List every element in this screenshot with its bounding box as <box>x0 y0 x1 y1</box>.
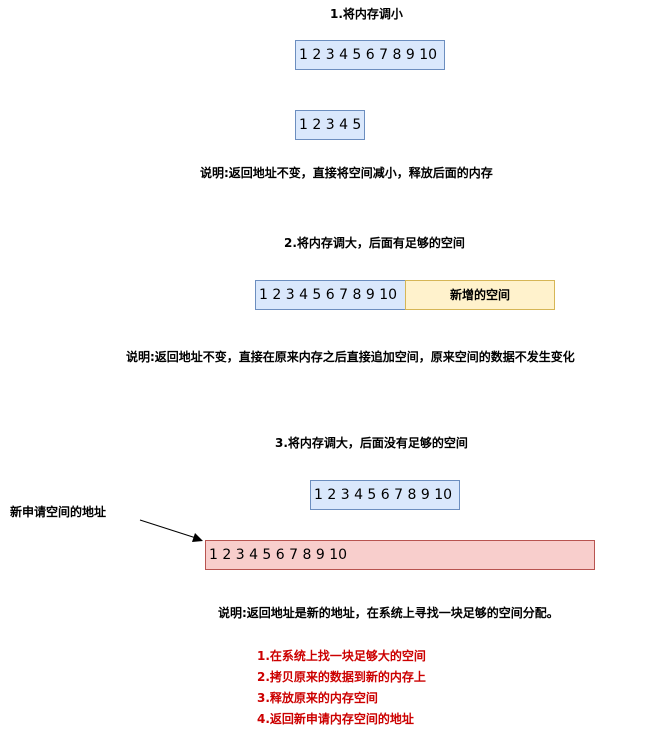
step-1: 1.在系统上找一块足够大的空间 <box>257 649 426 663</box>
memory-block-old: 1 2 3 4 5 6 7 8 9 10 <box>310 480 460 510</box>
step-4: 4.返回新申请内存空间的地址 <box>257 712 414 726</box>
section2-note: 说明:返回地址不变，直接在原来内存之后直接追加空间，原来空间的数据不发生变化 <box>126 350 575 364</box>
step-3: 3.释放原来的内存空间 <box>257 691 378 705</box>
section2-title: 2.将内存调大，后面有足够的空间 <box>284 236 465 250</box>
new-address-label: 新申请空间的地址 <box>10 505 107 519</box>
memory-block-appended: 新增的空间 <box>405 280 555 310</box>
memory-block-shrunk: 1 2 3 4 5 <box>295 110 365 140</box>
section1-title: 1.将内存调小 <box>330 7 403 21</box>
section1-note: 说明:返回地址不变，直接将空间减小，释放后面的内存 <box>200 166 493 180</box>
section3-title: 3.将内存调大，后面没有足够的空间 <box>275 436 468 450</box>
section3-note: 说明:返回地址是新的地址，在系统上寻找一块足够的空间分配。 <box>218 606 559 620</box>
memory-block-new: 1 2 3 4 5 6 7 8 9 10 <box>205 540 595 570</box>
memory-block-original: 1 2 3 4 5 6 7 8 9 10 <box>295 40 445 70</box>
step-2: 2.拷贝原来的数据到新的内存上 <box>257 670 426 684</box>
memory-block-existing: 1 2 3 4 5 6 7 8 9 10 <box>255 280 406 310</box>
